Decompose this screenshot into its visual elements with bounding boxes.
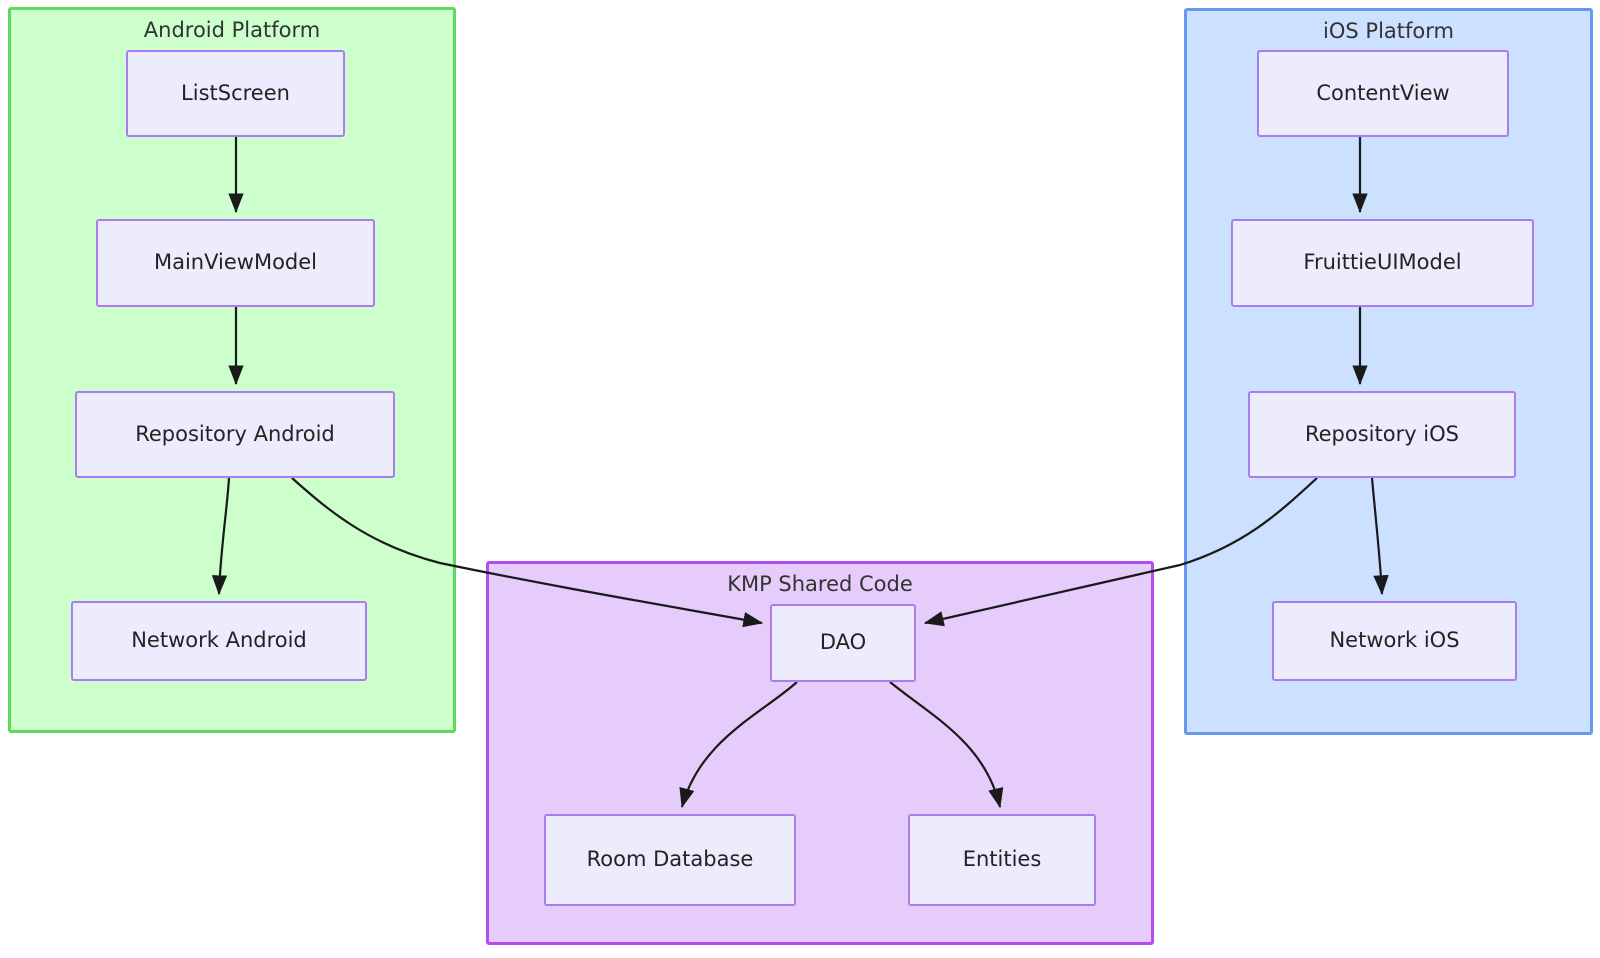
subgraph-label-ios-platform: iOS Platform xyxy=(1323,19,1454,43)
node-label-network-ios: Network iOS xyxy=(1329,628,1460,653)
subgraph-label-kmp-shared-code: KMP Shared Code xyxy=(727,572,913,596)
node-content-view[interactable]: ContentView xyxy=(1257,50,1509,137)
node-label-content-view: ContentView xyxy=(1316,80,1450,105)
node-label-dao: DAO xyxy=(819,630,867,655)
node-network-ios[interactable]: Network iOS xyxy=(1272,601,1517,681)
node-label-network-android: Network Android xyxy=(131,628,307,653)
node-label-repository-ios: Repository iOS xyxy=(1304,421,1460,446)
node-dao[interactable]: DAO xyxy=(770,604,916,682)
node-label-repository-android: Repository Android xyxy=(135,421,335,446)
node-main-view-model[interactable]: MainViewModel xyxy=(96,219,375,307)
node-label-room-database: Room Database xyxy=(586,847,754,872)
node-label-fruittie-ui-model: FruittieUIModel xyxy=(1303,250,1462,275)
node-entities[interactable]: Entities xyxy=(908,814,1096,906)
node-label-list-screen: ListScreen xyxy=(181,80,290,105)
node-list-screen[interactable]: ListScreen xyxy=(126,50,345,137)
subgraph-label-android-platform: Android Platform xyxy=(143,18,321,42)
node-room-database[interactable]: Room Database xyxy=(544,814,796,906)
node-repository-ios[interactable]: Repository iOS xyxy=(1248,391,1516,478)
node-label-main-view-model: MainViewModel xyxy=(153,250,318,275)
node-repository-android[interactable]: Repository Android xyxy=(75,391,395,478)
node-network-android[interactable]: Network Android xyxy=(71,601,367,681)
node-fruittie-ui-model[interactable]: FruittieUIModel xyxy=(1231,219,1534,307)
node-label-entities: Entities xyxy=(962,847,1042,872)
